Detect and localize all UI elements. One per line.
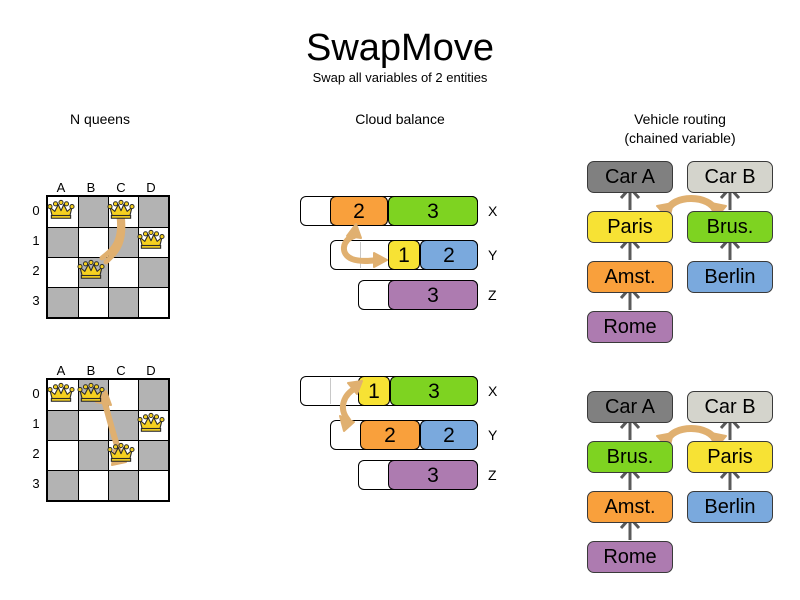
board-row-label-3: 3: [32, 293, 40, 308]
cloud-row-label-y: Y: [488, 247, 498, 263]
board-cell-c3[interactable]: [108, 470, 138, 500]
board-cell-a2[interactable]: [48, 440, 78, 470]
board-gridline: [48, 470, 168, 471]
board-cell-b2[interactable]: [78, 440, 108, 470]
board-cell-b1[interactable]: [78, 227, 108, 257]
board-cell-c2[interactable]: [108, 257, 138, 287]
queen-piece-a0[interactable]: [47, 382, 75, 404]
board-row-label-2: 2: [32, 263, 40, 278]
cloud-row-label-x: X: [488, 203, 498, 219]
board-row-label-2: 2: [32, 446, 40, 461]
queen-piece-d1[interactable]: [137, 229, 165, 251]
cloud-process-y-1[interactable]: 1: [388, 240, 420, 270]
board-cell-d0[interactable]: [138, 380, 168, 410]
routing-node-b-2[interactable]: Berlin: [687, 491, 773, 523]
page-title: SwapMove: [306, 27, 494, 69]
board-col-label-c: C: [116, 363, 126, 378]
queen-piece-b0[interactable]: [77, 382, 105, 404]
board-row-label-0: 0: [32, 203, 40, 218]
board-col-label-b: B: [86, 180, 96, 195]
board-col-label-a: A: [56, 180, 66, 195]
cloud-process-x-2[interactable]: 3: [390, 376, 478, 406]
board-col-label-b: B: [86, 363, 96, 378]
queen-piece-d1[interactable]: [137, 412, 165, 434]
board-gridline: [48, 227, 168, 228]
routing-node-a-1[interactable]: Paris: [587, 211, 673, 243]
cloud-process-x-1[interactable]: 2: [330, 196, 388, 226]
board-cell-a1[interactable]: [48, 410, 78, 440]
cloud-row-label-z: Z: [488, 467, 497, 483]
page-subtitle: Swap all variables of 2 entities: [312, 70, 488, 85]
board-row-label-1: 1: [32, 233, 40, 248]
board-row-label-1: 1: [32, 416, 40, 431]
board-col-label-c: C: [116, 180, 126, 195]
board-gridline: [48, 287, 168, 288]
routing-node-a-3[interactable]: Rome: [587, 541, 673, 573]
routing-node-car-a[interactable]: Car A: [587, 161, 673, 193]
board-cell-c0[interactable]: [108, 380, 138, 410]
queen-piece-a0[interactable]: [47, 199, 75, 221]
cloud-row-y-tick: [360, 242, 361, 268]
queen-piece-c0[interactable]: [107, 199, 135, 221]
column-heading-vehicle-routing-line1: Vehicle routing: [634, 111, 726, 127]
board-col-label-a: A: [56, 363, 66, 378]
cloud-process-x-1[interactable]: 1: [358, 376, 390, 406]
board-cell-d2[interactable]: [138, 440, 168, 470]
cloud-process-z-1[interactable]: 3: [388, 460, 478, 490]
routing-node-car-b[interactable]: Car B: [687, 161, 773, 193]
board-cell-d0[interactable]: [138, 197, 168, 227]
cloud-process-y-2[interactable]: 2: [420, 240, 478, 270]
cloud-swap-arrow-after: [339, 380, 363, 432]
board-cell-c3[interactable]: [108, 287, 138, 317]
cloud-row-label-y: Y: [488, 427, 498, 443]
column-heading-vehicle-routing: Vehicle routing (chained variable): [580, 110, 780, 148]
column-heading-cloud-balance: Cloud balance: [355, 111, 445, 127]
routing-node-car-b[interactable]: Car B: [687, 391, 773, 423]
cloud-row-label-x: X: [488, 383, 498, 399]
board-cell-a3[interactable]: [48, 470, 78, 500]
routing-node-a-1[interactable]: Brus.: [587, 441, 673, 473]
board-col-label-d: D: [146, 363, 156, 378]
board-cell-b3[interactable]: [78, 287, 108, 317]
routing-node-car-a[interactable]: Car A: [587, 391, 673, 423]
board-cell-d3[interactable]: [138, 287, 168, 317]
board-row-label-3: 3: [32, 476, 40, 491]
cloud-process-z-1[interactable]: 3: [388, 280, 478, 310]
routing-node-a-2[interactable]: Amst.: [587, 491, 673, 523]
cloud-row-x-tick: [330, 378, 331, 404]
cloud-process-x-2[interactable]: 3: [388, 196, 478, 226]
board-cell-a1[interactable]: [48, 227, 78, 257]
queen-piece-b2[interactable]: [77, 259, 105, 281]
cloud-row-label-z: Z: [488, 287, 497, 303]
column-heading-nqueens: N queens: [70, 111, 130, 127]
board-cell-d2[interactable]: [138, 257, 168, 287]
board-cell-b3[interactable]: [78, 470, 108, 500]
routing-node-b-2[interactable]: Berlin: [687, 261, 773, 293]
cloud-process-y-1[interactable]: 2: [360, 420, 420, 450]
routing-node-a-3[interactable]: Rome: [587, 311, 673, 343]
board-col-label-d: D: [146, 180, 156, 195]
routing-node-a-2[interactable]: Amst.: [587, 261, 673, 293]
routing-node-b-1[interactable]: Paris: [687, 441, 773, 473]
board-cell-a3[interactable]: [48, 287, 78, 317]
board-cell-a2[interactable]: [48, 257, 78, 287]
board-cell-b0[interactable]: [78, 197, 108, 227]
cloud-swap-arrow-before: [341, 223, 388, 268]
queen-piece-c2[interactable]: [107, 442, 135, 464]
board-row-label-0: 0: [32, 386, 40, 401]
board-gridline: [48, 440, 168, 441]
column-heading-vehicle-routing-line2: (chained variable): [624, 130, 736, 146]
board-cell-d3[interactable]: [138, 470, 168, 500]
board-cell-b1[interactable]: [78, 410, 108, 440]
cloud-process-y-2[interactable]: 2: [420, 420, 478, 450]
routing-node-b-1[interactable]: Brus.: [687, 211, 773, 243]
